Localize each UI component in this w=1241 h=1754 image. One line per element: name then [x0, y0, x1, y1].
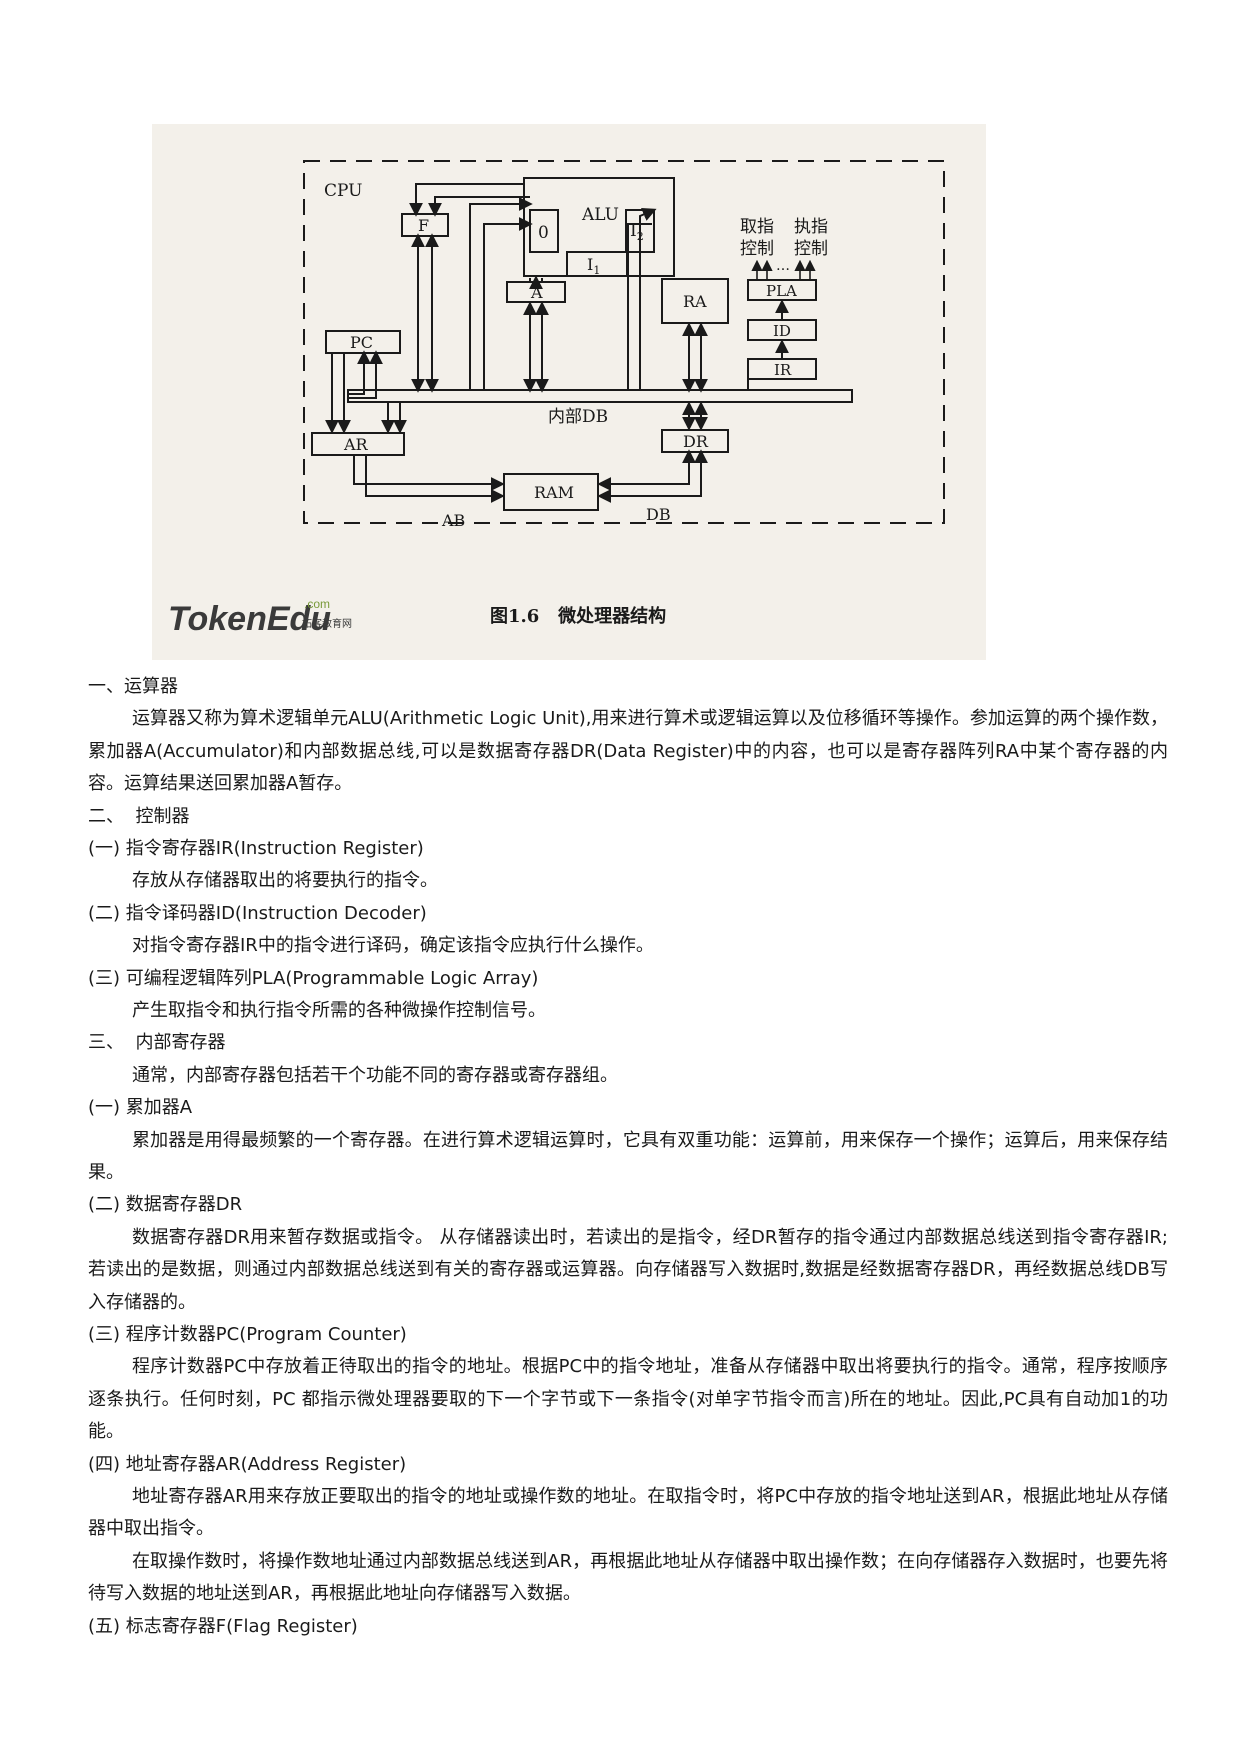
- section-2-3-body: 产生取指令和执行指令所需的各种微操作控制信号。: [132, 999, 546, 1021]
- a-register-label: A: [530, 283, 543, 302]
- dr-label: DR: [683, 432, 709, 451]
- section-2-3-title: (三) 可编程逻辑阵列PLA(Programmable Logic Array): [88, 967, 539, 989]
- section-3-title: 三、 内部寄存器: [88, 1032, 226, 1054]
- figure-microprocessor-structure: CPU ALU 0 I2 I1 F A RA PLA ID IR … 取指 控制…: [152, 124, 986, 660]
- section-3-4-title: (四) 地址寄存器AR(Address Register): [88, 1453, 407, 1475]
- section-1-paragraph: 运算器又称为算术逻辑单元ALU(Arithmetic Logic Unit),用…: [88, 708, 1168, 795]
- alu-zero-label: 0: [538, 223, 549, 243]
- section-3-4-body-1: 地址寄存器AR用来存放正要取出的指令的地址或操作数的地址。在取指令时，将PC中存…: [88, 1485, 1168, 1540]
- logo-brand: TokenEdu: [168, 600, 331, 638]
- section-2-1-title: (一) 指令寄存器IR(Instruction Register): [88, 838, 424, 859]
- cpu-label: CPU: [324, 181, 362, 201]
- id-label: ID: [773, 322, 791, 340]
- pc-label: PC: [350, 333, 373, 352]
- section-2-2-title: (二) 指令译码器ID(Instruction Decoder): [88, 902, 427, 924]
- internal-db-label: 内部DB: [548, 407, 608, 427]
- figure-caption: 图1.6 微处理器结构: [490, 605, 666, 627]
- ar-label: AR: [343, 435, 369, 454]
- section-2-title: 二、 控制器: [88, 805, 190, 827]
- f-register-label: F: [418, 216, 429, 235]
- exec-control-label-1: 执指: [794, 217, 828, 237]
- section-3-1-title: (一) 累加器A: [88, 1097, 193, 1119]
- db-label: DB: [646, 505, 671, 524]
- section-1-title: 一、运算器: [88, 676, 178, 697]
- ram-label: RAM: [534, 483, 574, 502]
- alu-zero-box: [529, 209, 559, 253]
- logo-subtitle: 拓客教育网: [302, 617, 352, 630]
- section-3-1-body: 累加器是用得最频繁的一个寄存器。在进行算术逻辑运算时，它具有双重功能：运算前，用…: [88, 1129, 1168, 1183]
- document-body: 一、运算器 运算器又称为算术逻辑单元ALU(Arithmetic Logic U…: [88, 671, 1168, 1643]
- fetch-control-label-2: 控制: [740, 239, 774, 259]
- section-3-2-body: 数据寄存器DR用来暂存数据或指令。 从存储器读出时，若读出的是指令，经DR暂存的…: [88, 1226, 1168, 1313]
- section-3-intro: 通常，内部寄存器包括若干个功能不同的寄存器或寄存器组。: [132, 1064, 618, 1086]
- alu-label: ALU: [581, 205, 619, 225]
- section-2-1-body: 存放从存储器取出的将要执行的指令。: [132, 870, 438, 892]
- section-2-2-body: 对指令寄存器IR中的指令进行译码，确定该指令应执行什么操作。: [132, 935, 654, 957]
- ab-label: AB: [441, 511, 465, 530]
- logo-dotcom: .com: [304, 597, 330, 611]
- alu-i1-label: I1: [587, 255, 600, 277]
- section-3-3-body: 程序计数器PC中存放着正待取出的指令的地址。根据PC中的指令地址，准备从存储器中…: [88, 1356, 1168, 1443]
- cpu-boundary: [303, 160, 945, 524]
- ra-label: RA: [683, 292, 707, 311]
- ar-box: [311, 432, 405, 456]
- fetch-control-label-1: 取指: [740, 217, 774, 237]
- section-3-5-title: (五) 标志寄存器F(Flag Register): [88, 1615, 358, 1637]
- diagram: CPU ALU 0 I2 I1 F A RA PLA ID IR … 取指 控制…: [168, 160, 945, 638]
- internal-db-bus: [347, 389, 853, 403]
- pla-output-dots: …: [776, 258, 790, 274]
- tokenedu-logo: TokenEdu .com 拓客教育网: [168, 597, 352, 638]
- section-3-2-title: (二) 数据寄存器DR: [88, 1194, 243, 1216]
- section-3-4-body-2: 在取操作数时，将操作数地址通过内部数据总线送到AR，再根据此地址从存储器中取出操…: [88, 1550, 1168, 1605]
- ir-label: IR: [774, 361, 792, 379]
- pla-label: PLA: [766, 282, 797, 300]
- section-3-3-title: (三) 程序计数器PC(Program Counter): [88, 1323, 407, 1345]
- exec-control-label-2: 控制: [794, 239, 828, 259]
